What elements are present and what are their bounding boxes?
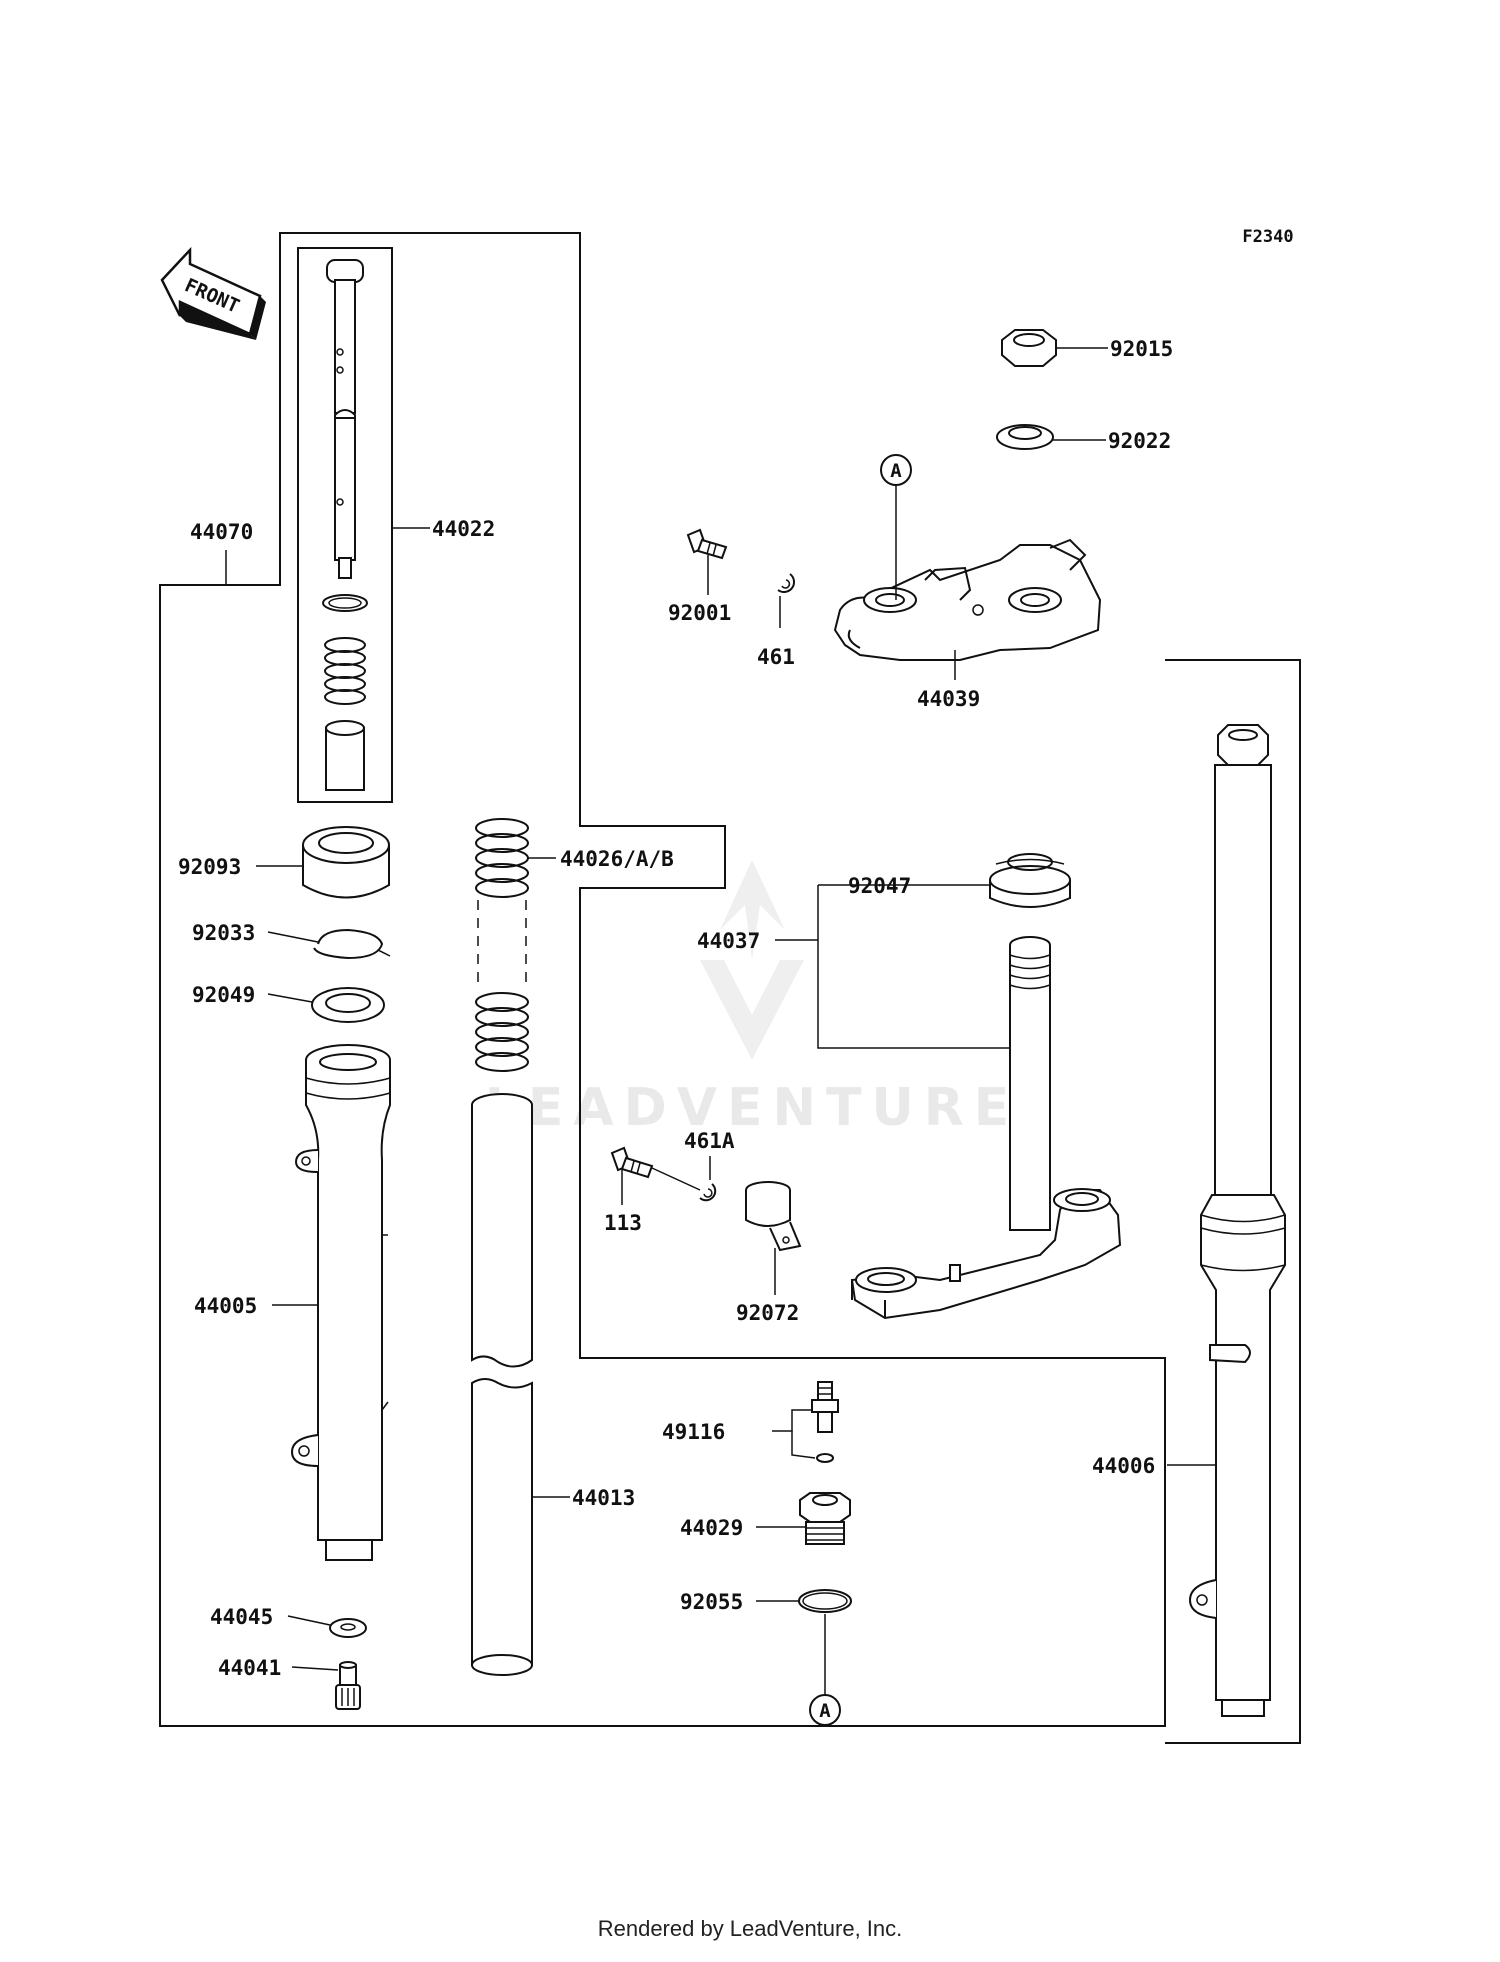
hose-clamp-part — [745, 1181, 802, 1252]
rebound-spring-part — [324, 637, 366, 705]
reference-mark-a-top-label: A — [890, 460, 902, 482]
reference-mark-a-bottom: A — [809, 1614, 841, 1726]
part-label-44013: 44013 — [572, 1486, 635, 1510]
part-label-44037: 44037 — [697, 929, 760, 953]
piston-part — [325, 720, 365, 791]
part-label-92033: 92033 — [192, 921, 255, 945]
watermark-text: LEADVENTURE — [485, 1078, 1020, 1138]
retaining-ring-part — [313, 928, 391, 960]
part-label-92015: 92015 — [1110, 337, 1173, 361]
part-number-labels: 92015 92022 44070 44022 92001 461 44039 … — [178, 337, 1173, 1680]
part-label-44005: 44005 — [194, 1294, 257, 1318]
part-label-461a: 461A — [684, 1129, 735, 1153]
steering-stem-part — [850, 936, 1122, 1320]
air-valve-part — [811, 1381, 839, 1463]
part-label-44045: 44045 — [210, 1605, 273, 1629]
clip-part-461a — [699, 1183, 717, 1202]
damper-rod-box — [297, 247, 393, 803]
leader-lines — [225, 347, 1216, 1671]
outer-tube-left-part — [290, 1044, 391, 1561]
upper-bracket-part — [833, 538, 1102, 661]
part-label-44022: 44022 — [432, 517, 495, 541]
part-label-92049: 92049 — [192, 983, 255, 1007]
fork-spring-part — [475, 818, 529, 1072]
fork-assembly-outline — [159, 232, 1166, 1727]
part-label-44029: 44029 — [680, 1516, 743, 1540]
part-label-49116: 49116 — [662, 1420, 725, 1444]
gasket-part-44045 — [329, 1618, 367, 1638]
bolt-part-92001 — [686, 528, 728, 560]
part-label-92093: 92093 — [178, 855, 241, 879]
watermark: LEADVENTURE — [485, 860, 1020, 1138]
o-ring-part — [798, 1589, 852, 1613]
dust-seal-part — [302, 826, 390, 899]
fork-assembly-right-part — [1188, 724, 1286, 1717]
part-label-44026: 44026/A/B — [560, 847, 674, 871]
part-label-44006: 44006 — [1092, 1454, 1155, 1478]
figure-code: F2340 — [1242, 227, 1293, 247]
damper-rod-part — [326, 259, 364, 579]
washer-part — [996, 424, 1054, 450]
steering-stem-outline — [1165, 659, 1301, 1744]
front-arrow-icon: FRONT — [160, 246, 266, 340]
clip-part-461 — [777, 573, 795, 593]
circlip-part — [322, 594, 368, 612]
inner-tube-part — [471, 1093, 533, 1676]
oil-seal-part — [311, 987, 385, 1023]
stem-cap-part — [989, 853, 1071, 908]
drain-plug-part — [799, 1492, 851, 1545]
part-label-44041: 44041 — [218, 1656, 281, 1680]
part-label-92001: 92001 — [668, 601, 731, 625]
part-label-44039: 44039 — [917, 687, 980, 711]
part-label-92072: 92072 — [736, 1301, 799, 1325]
bolt-part-113 — [610, 1146, 654, 1179]
reference-mark-a-bottom-label: A — [819, 1700, 831, 1722]
part-label-92055: 92055 — [680, 1590, 743, 1614]
part-label-92047: 92047 — [848, 874, 911, 898]
footer-credit: Rendered by LeadVenture, Inc. — [597, 1916, 903, 1941]
reference-mark-a-top: A — [880, 454, 912, 600]
part-label-461: 461 — [757, 645, 795, 669]
part-label-113: 113 — [604, 1211, 642, 1235]
nut-part — [1001, 329, 1057, 367]
socket-bolt-part-44041 — [335, 1661, 361, 1710]
part-label-44070: 44070 — [190, 520, 253, 544]
part-label-92022: 92022 — [1108, 429, 1171, 453]
